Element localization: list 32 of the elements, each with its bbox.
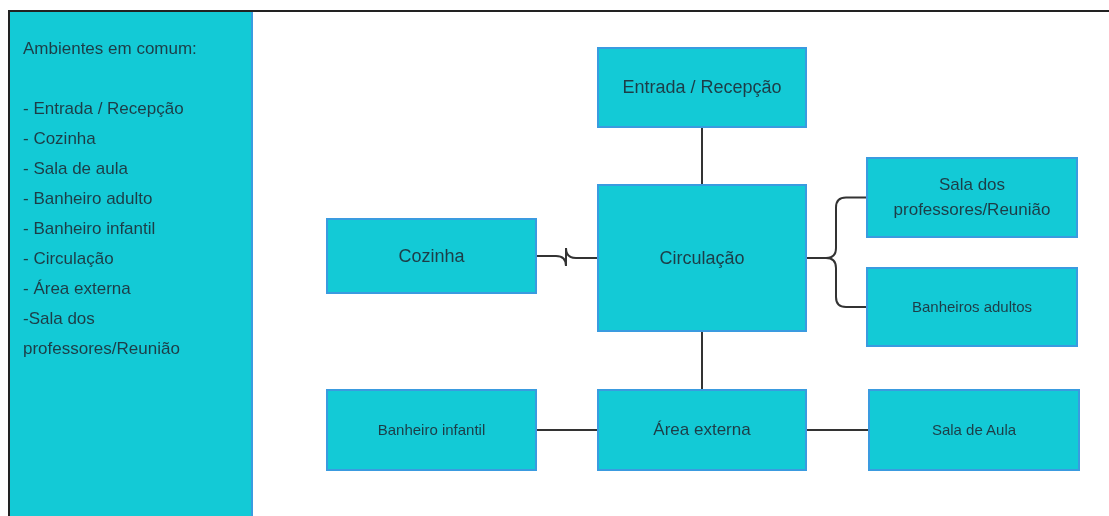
connector-line xyxy=(806,429,869,431)
room-label: Área externa xyxy=(653,418,751,441)
room-label: Circulação xyxy=(659,246,745,270)
room-label: Sala dos professores/Reunião xyxy=(892,173,1052,221)
list-item: -Sala dos professores/Reunião xyxy=(23,308,181,360)
room-label: Entrada / Recepção xyxy=(622,76,782,100)
room-box xyxy=(866,157,1078,238)
room-box xyxy=(597,389,807,471)
room-label: Banheiros adultos xyxy=(911,297,1033,318)
connector-line xyxy=(701,127,703,185)
list-item: - Entrada / Recepção xyxy=(23,98,184,120)
panel-heading: Ambientes em comum: xyxy=(23,38,197,60)
room-box xyxy=(597,47,807,128)
room-label: Sala de Aula xyxy=(931,420,1017,441)
room-box xyxy=(326,389,537,471)
list-item: - Cozinha xyxy=(23,128,96,150)
room-label: Banheiro infantil xyxy=(377,420,486,441)
room-box xyxy=(326,218,537,294)
list-item: - Banheiro infantil xyxy=(23,218,156,240)
connector-line xyxy=(536,247,598,267)
connector-line xyxy=(701,331,703,390)
room-label: Cozinha xyxy=(398,244,465,268)
connector-line xyxy=(806,257,867,308)
list-item: - Banheiro adulto xyxy=(23,188,153,210)
room-box xyxy=(866,267,1078,347)
list-panel xyxy=(10,12,253,516)
list-item: - Área externa xyxy=(23,278,131,300)
list-item: - Sala de aula xyxy=(23,158,128,180)
connector-line xyxy=(536,429,598,431)
list-item: - Circulação xyxy=(23,248,114,270)
room-box xyxy=(597,184,807,332)
room-box xyxy=(868,389,1080,471)
